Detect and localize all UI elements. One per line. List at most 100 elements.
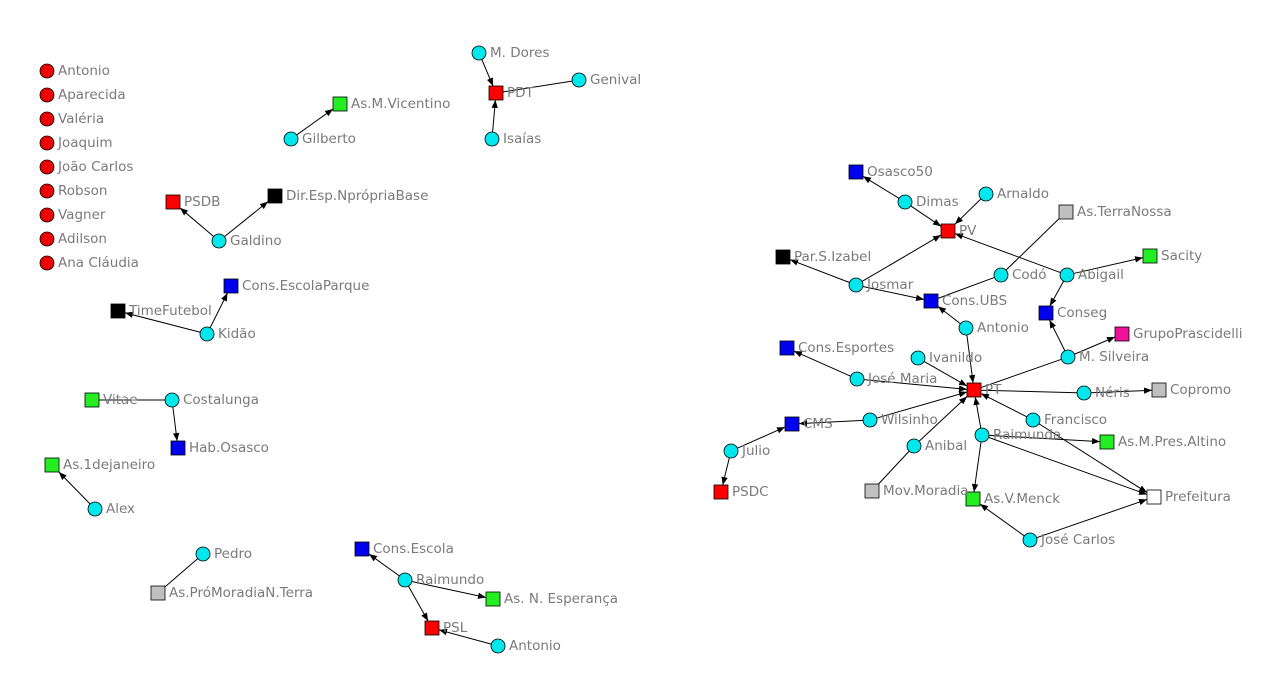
node-genival[interactable]: [571, 72, 587, 88]
node-mdores[interactable]: [471, 45, 487, 61]
node-alex[interactable]: [87, 501, 103, 517]
node-ivanildo[interactable]: [910, 350, 926, 366]
node-consubs[interactable]: [923, 293, 939, 309]
edge-dimas-to-pv: [910, 205, 942, 227]
node-label-pdt: PDT: [507, 85, 535, 101]
node-vagner[interactable]: [39, 207, 55, 223]
edge-codo-to-asterranossa: [1005, 218, 1060, 271]
node-label-ivanildo: Ivanildo: [929, 350, 982, 366]
node-raimundo_l[interactable]: [397, 572, 413, 588]
edge-neris-to-pt: [980, 389, 1078, 394]
node-label-movmoradia: Mov.Moradia: [883, 483, 968, 499]
node-josmar[interactable]: [848, 277, 864, 293]
node-valeria[interactable]: [39, 111, 55, 127]
node-prefeitura[interactable]: [1146, 489, 1162, 505]
node-movmoradia[interactable]: [864, 483, 880, 499]
node-sacity[interactable]: [1142, 248, 1158, 264]
node-as1dejaneiro[interactable]: [44, 457, 60, 473]
edge-josmar-to-pv: [861, 234, 942, 282]
node-cms[interactable]: [784, 416, 800, 432]
node-asvmenck[interactable]: [965, 491, 981, 507]
node-asmpresaltino[interactable]: [1099, 434, 1115, 450]
node-msilveira[interactable]: [1060, 349, 1076, 365]
node-consescolaparque[interactable]: [223, 278, 239, 294]
node-label-pt: PT: [985, 382, 1002, 398]
node-label-anibal: Anibal: [925, 438, 967, 454]
node-anaclaudia[interactable]: [39, 255, 55, 271]
node-label-sacity: Sacity: [1161, 248, 1202, 264]
node-consesportes[interactable]: [779, 340, 795, 356]
node-diresp[interactable]: [267, 188, 283, 204]
node-pedro[interactable]: [195, 546, 211, 562]
edge-abigail-to-sacity: [1073, 256, 1144, 274]
node-josemaria[interactable]: [849, 371, 865, 387]
node-label-copromo: Copromo: [1170, 382, 1231, 398]
node-joaocarlos[interactable]: [39, 159, 55, 175]
edge-raimunda-to-prefeitura: [988, 436, 1148, 495]
node-psl[interactable]: [424, 620, 440, 636]
node-asnesperanca[interactable]: [485, 591, 501, 607]
node-habosasco[interactable]: [170, 440, 186, 456]
node-conseg[interactable]: [1038, 305, 1054, 321]
node-francisco[interactable]: [1025, 412, 1041, 428]
node-vitae[interactable]: [84, 392, 100, 408]
node-psdc[interactable]: [713, 484, 729, 500]
node-abigail[interactable]: [1059, 267, 1075, 283]
node-anibal[interactable]: [906, 438, 922, 454]
edge-antonio_r-to-pt: [966, 334, 976, 384]
node-antonio_l[interactable]: [490, 638, 506, 654]
node-consescola[interactable]: [354, 541, 370, 557]
edge-abigail-to-pv: [954, 233, 1061, 274]
node-josecarlos[interactable]: [1022, 532, 1038, 548]
node-arnaldo[interactable]: [978, 186, 994, 202]
node-asmvicentino[interactable]: [332, 96, 348, 112]
edge-codo-to-consubs: [937, 276, 995, 299]
node-isaias[interactable]: [484, 131, 500, 147]
node-label-cms: CMS: [803, 416, 833, 432]
node-osasco50[interactable]: [848, 164, 864, 180]
node-kidao[interactable]: [199, 326, 215, 342]
node-grupoprascidelli[interactable]: [1114, 326, 1130, 342]
edge-galdino-to-psdb: [179, 207, 214, 237]
node-copromo[interactable]: [1151, 382, 1167, 398]
node-pv[interactable]: [940, 223, 956, 239]
edge-arnaldo-to-pv: [954, 198, 982, 225]
node-timefutebol[interactable]: [110, 303, 126, 319]
node-neris[interactable]: [1076, 385, 1092, 401]
node-label-julio: Julio: [741, 443, 770, 459]
node-label-diresp: Dir.Esp.NprópriaBase: [286, 188, 428, 204]
node-label-josecarlos: José Carlos: [1040, 532, 1115, 548]
node-robson[interactable]: [39, 183, 55, 199]
edge-costalunga-to-habosasco: [172, 406, 180, 442]
node-pdt[interactable]: [488, 85, 504, 101]
node-antonio_r[interactable]: [958, 320, 974, 336]
edge-msilveira-to-pt: [980, 358, 1062, 389]
node-codo[interactable]: [993, 267, 1009, 283]
node-label-joaquim: Joaquim: [57, 135, 113, 151]
node-antonio_iso[interactable]: [39, 63, 55, 79]
node-pt[interactable]: [966, 382, 982, 398]
node-label-psdb: PSDB: [184, 194, 220, 210]
node-wilsinho[interactable]: [862, 412, 878, 428]
edge-josemaria-to-consesportes: [793, 350, 851, 377]
node-aspromoradia[interactable]: [150, 585, 166, 601]
edge-wilsinho-to-pt: [876, 391, 968, 419]
node-label-timefutebol: TimeFutebol: [128, 303, 212, 319]
node-raimunda[interactable]: [974, 427, 990, 443]
node-aparecida[interactable]: [39, 87, 55, 103]
edge-raimunda-to-asmpresaltino: [988, 434, 1101, 445]
node-adilson[interactable]: [39, 231, 55, 247]
edge-josmar-to-parsizabel: [789, 259, 850, 283]
node-asterranossa[interactable]: [1058, 204, 1074, 220]
node-label-consubs: Cons.UBS: [942, 293, 1007, 309]
node-joaquim[interactable]: [39, 135, 55, 151]
node-galdino[interactable]: [211, 233, 227, 249]
node-julio[interactable]: [723, 443, 739, 459]
node-costalunga[interactable]: [164, 392, 180, 408]
node-gilberto[interactable]: [283, 131, 299, 147]
node-psdb[interactable]: [165, 194, 181, 210]
node-parsizabel[interactable]: [775, 249, 791, 265]
node-dimas[interactable]: [897, 194, 913, 210]
node-label-consescola: Cons.Escola: [373, 541, 454, 557]
